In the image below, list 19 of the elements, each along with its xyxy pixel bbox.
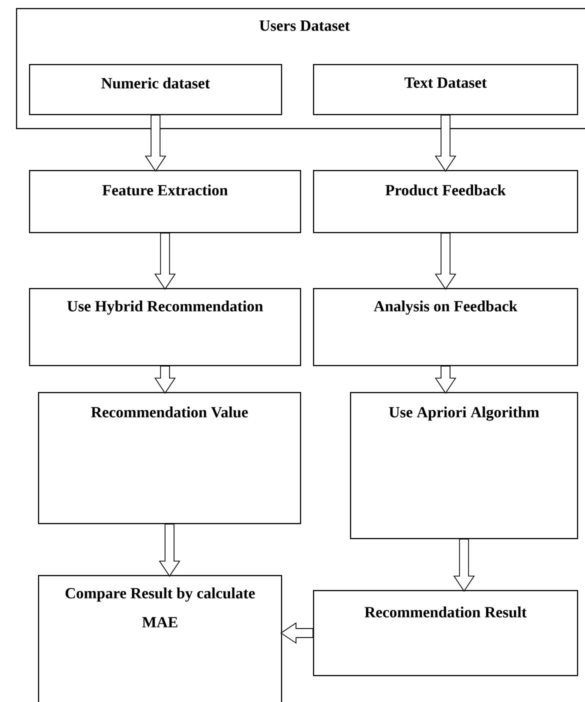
process-box: Use Hybrid Recommendation [29,288,302,366]
process-box: Use Apriori Algorithm [350,392,578,540]
process-box: Feature Extraction [29,170,302,234]
block-arrow [280,622,314,644]
block-arrow [453,538,475,592]
block-arrow [434,366,456,394]
block-arrow [434,232,456,290]
process-box: Compare Result by calculate MAE [38,575,282,702]
process-box: Analysis on Feedback [313,288,578,366]
block-arrow [154,366,176,394]
block-arrow [154,232,176,290]
process-box: Recommendation Result [313,590,578,676]
block-arrow [434,114,456,172]
process-box: Product Feedback [313,170,578,234]
process-box: Numeric dataset [29,64,282,116]
process-box: Recommendation Value [38,392,302,524]
block-arrow [144,114,166,172]
block-arrow [158,524,180,577]
process-box: Text Dataset [313,64,578,116]
